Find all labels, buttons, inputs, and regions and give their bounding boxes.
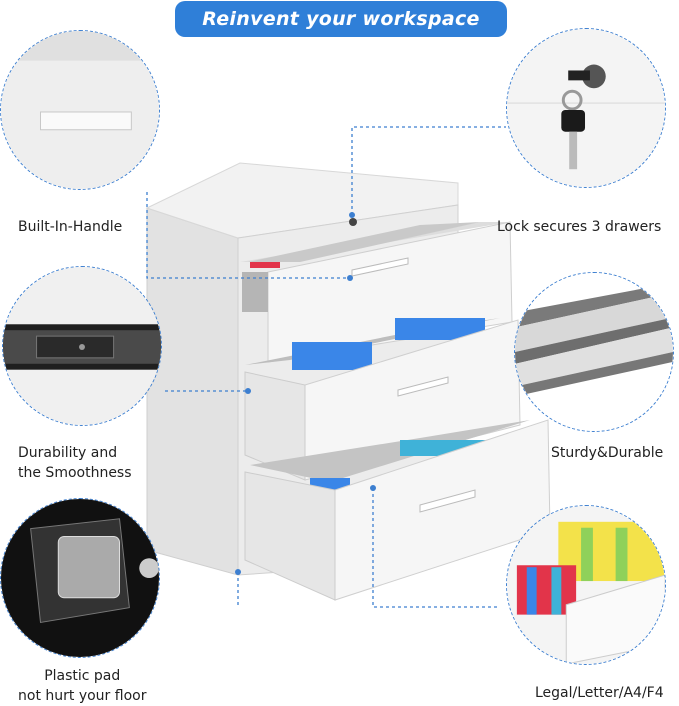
folder-size-detail-circle — [506, 505, 666, 665]
workspace-banner: Reinvent your workspace — [175, 1, 507, 37]
plastic-pad-label-line1: Plastic pad — [44, 668, 121, 684]
steel-sheet-detail-circle — [514, 272, 674, 432]
durability-label-line1: Durability and — [18, 445, 118, 461]
paper-size-label: Legal/Letter/A4/F4 — [535, 685, 664, 701]
durability-label: Durability and the Smoothness — [18, 443, 132, 483]
plastic-pad-detail-circle — [0, 498, 160, 658]
sturdy-label: Sturdy&Durable — [551, 445, 664, 461]
durability-label-line2: the Smoothness — [18, 465, 132, 481]
plastic-pad-label-line2: not hurt your floor — [18, 688, 147, 704]
built-in-handle-label: Built-In-Handle — [18, 219, 123, 235]
lock-label: Lock secures 3 drawers — [497, 219, 662, 235]
slide-rail-detail-circle — [2, 266, 162, 426]
lock-detail-circle — [506, 28, 666, 188]
handle-detail-circle — [0, 30, 160, 190]
plastic-pad-label: Plastic pad not hurt your floor — [18, 666, 146, 706]
